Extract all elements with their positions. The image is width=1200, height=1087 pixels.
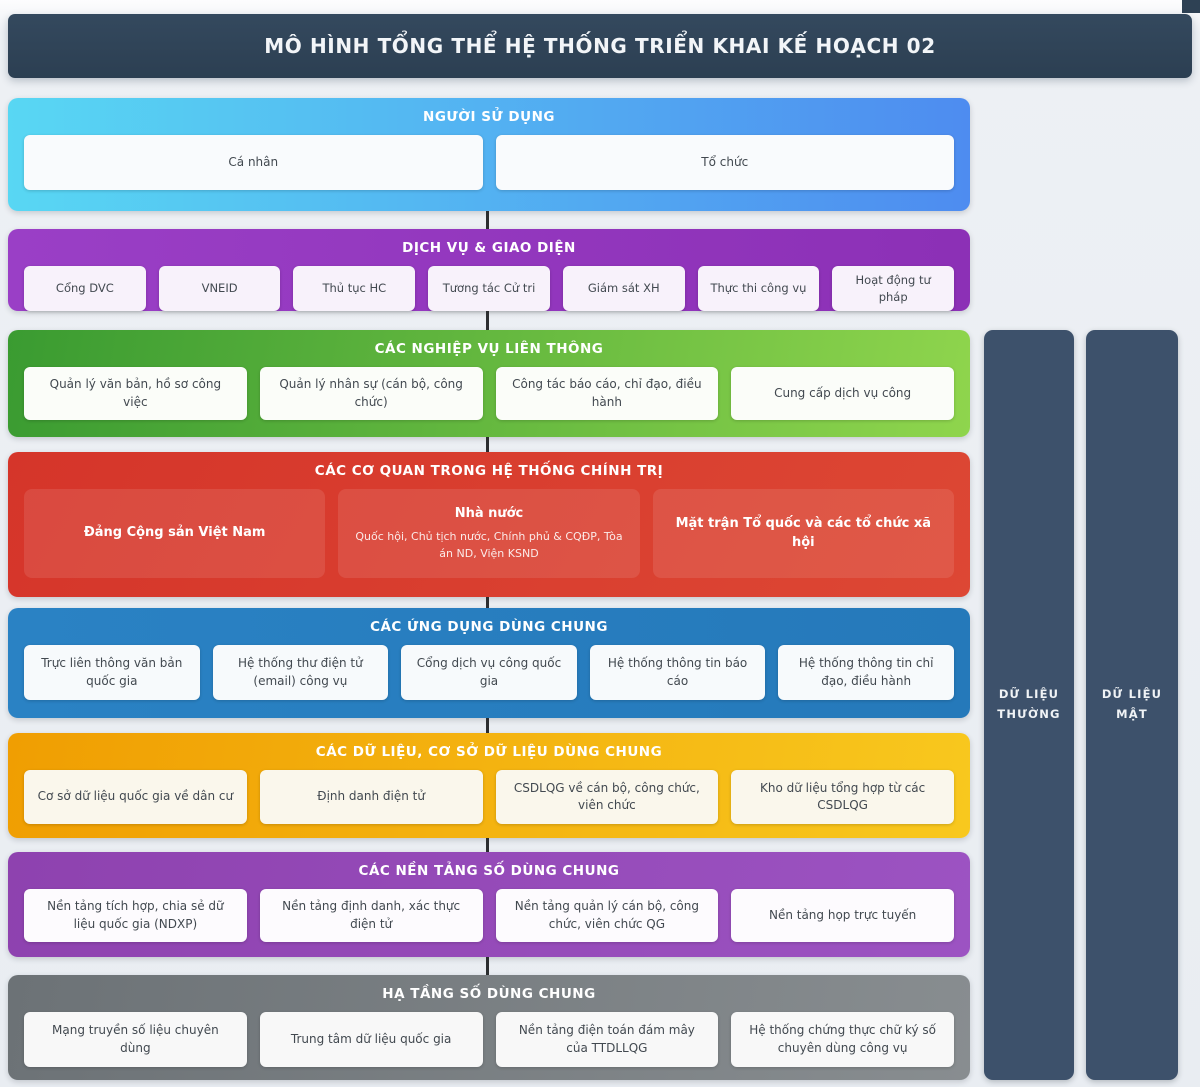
- node-cong-tac-bao-cao: Công tác báo cáo, chỉ đạo, điều hành: [495, 367, 719, 420]
- connector-line: [486, 838, 489, 852]
- node-quan-ly-van-ban: Quản lý văn bản, hồ sơ công việc: [24, 367, 247, 420]
- node-hoat-dong-tu-phap: Hoạt động tư pháp: [832, 266, 955, 312]
- node-quan-ly-nhan-su: Quản lý nhân sự (cán bộ, công chức): [259, 367, 483, 420]
- layer-users: NGƯỜI SỬ DỤNG Cá nhân Tổ chức: [8, 98, 970, 211]
- node-ndxp: Nền tảng tích hợp, chia sẻ dữ liệu quốc …: [24, 889, 247, 942]
- node-he-thong-email-cong-vu: Hệ thống thư điện tử (email) công vụ: [212, 645, 389, 700]
- layer-services-row: Cổng DVC VNEID Thủ tục HC Tương tác Cử t…: [24, 266, 955, 312]
- node-cong-dvc: Cổng DVC: [24, 266, 146, 312]
- node-to-chuc: Tổ chức: [495, 135, 954, 190]
- node-he-thong-tt-bao-cao: Hệ thống thông tin báo cáo: [589, 645, 766, 700]
- node-vneid: VNEID: [158, 266, 281, 312]
- pillar-du-lieu-mat: DỮ LIỆU MẬT: [1086, 330, 1178, 1080]
- layer-apps-row: Trực liên thông văn bản quốc gia Hệ thốn…: [24, 645, 954, 700]
- layer-ung-dung-dung-chung: CÁC ỨNG DỤNG DÙNG CHUNG Trực liên thông …: [8, 608, 970, 718]
- connector-line: [486, 718, 489, 733]
- node-trung-tam-du-lieu-qg: Trung tâm dữ liệu quốc gia: [259, 1012, 483, 1067]
- node-thu-tuc-hc: Thủ tục HC: [293, 266, 416, 312]
- connector-line: [486, 597, 489, 608]
- node-mat-tran-to-quoc: Mặt trận Tổ quốc và các tổ chức xã hội: [652, 489, 954, 578]
- node-dinh-danh-dien-tu: Định danh điện tử: [259, 770, 483, 824]
- layer-platforms-row: Nền tảng tích hợp, chia sẻ dữ liệu quốc …: [24, 889, 954, 942]
- connector-line: [486, 311, 489, 330]
- node-nen-tang-quan-ly-cb: Nền tảng quản lý cán bộ, công chức, viên…: [495, 889, 719, 942]
- layer-infra-row: Mạng truyền số liệu chuyên dùng Trung tâ…: [24, 1012, 954, 1067]
- layer-users-header: NGƯỜI SỬ DỤNG: [423, 109, 555, 125]
- layer-du-lieu-dung-chung: CÁC DỮ LIỆU, CƠ SỞ DỮ LIỆU DÙNG CHUNG Cơ…: [8, 733, 970, 838]
- layer-users-row: Cá nhân Tổ chức: [24, 135, 954, 190]
- layer-platforms-header: CÁC NỀN TẢNG SỐ DÙNG CHUNG: [358, 863, 620, 879]
- node-dang-cong-san: Đảng Cộng sản Việt Nam: [24, 489, 326, 578]
- node-tuong-tac-cu-tri: Tương tác Cử tri: [428, 266, 550, 312]
- layer-services-interfaces: DỊCH VỤ & GIAO DIỆN Cổng DVC VNEID Thủ t…: [8, 229, 970, 312]
- node-thuc-thi-cong-vu: Thực thi công vụ: [697, 266, 820, 312]
- node-nen-tang-dinh-danh: Nền tảng định danh, xác thực điện tử: [259, 889, 483, 942]
- node-csdlqg-can-bo: CSDLQG về cán bộ, công chức, viên chức: [495, 770, 719, 824]
- node-nha-nuoc-sublabel: Quốc hội, Chủ tịch nước, Chính phủ & CQĐ…: [355, 530, 623, 560]
- layer-nghiep-vu-lien-thong: CÁC NGHIỆP VỤ LIÊN THÔNG Quản lý văn bản…: [8, 330, 970, 437]
- page-title: MÔ HÌNH TỔNG THỂ HỆ THỐNG TRIỂN KHAI KẾ …: [264, 34, 936, 58]
- title-bar: MÔ HÌNH TỔNG THỂ HỆ THỐNG TRIỂN KHAI KẾ …: [8, 14, 1192, 78]
- pillar-du-lieu-thuong: DỮ LIỆU THƯỜNG: [984, 330, 1074, 1080]
- layer-co-quan-chinh-tri: CÁC CƠ QUAN TRONG HỆ THỐNG CHÍNH TRỊ Đản…: [8, 452, 970, 597]
- node-ca-nhan: Cá nhân: [24, 135, 483, 190]
- layer-agencies-header: CÁC CƠ QUAN TRONG HỆ THỐNG CHÍNH TRỊ: [314, 463, 664, 479]
- layer-data-header: CÁC DỮ LIỆU, CƠ SỞ DỮ LIỆU DÙNG CHUNG: [315, 744, 663, 760]
- connector-line: [486, 957, 489, 975]
- pillar-du-lieu-mat-label: DỮ LIỆU MẬT: [1101, 687, 1163, 721]
- node-cung-cap-dich-vu-cong: Cung cấp dịch vụ công: [731, 367, 954, 420]
- layer-business-row: Quản lý văn bản, hồ sơ công việc Quản lý…: [24, 367, 954, 420]
- node-truc-lien-thong-van-ban: Trực liên thông văn bản quốc gia: [24, 645, 200, 700]
- connector-line: [486, 437, 489, 452]
- node-mang-truyen-so-lieu: Mạng truyền số liệu chuyên dùng: [24, 1012, 247, 1067]
- node-nha-nuoc: Nhà nước Quốc hội, Chủ tịch nước, Chính …: [338, 489, 640, 578]
- node-he-thong-tt-chi-dao: Hệ thống thông tin chỉ đạo, điều hành: [778, 645, 954, 700]
- node-giam-sat-xh: Giám sát XH: [562, 266, 685, 312]
- layer-infra-header: HẠ TẦNG SỐ DÙNG CHUNG: [382, 986, 596, 1002]
- node-csdl-dan-cu: Cơ sở dữ liệu quốc gia về dân cư: [24, 770, 247, 824]
- layer-services-header: DỊCH VỤ & GIAO DIỆN: [402, 240, 576, 256]
- pillar-du-lieu-thuong-label: DỮ LIỆU THƯỜNG: [997, 687, 1061, 721]
- window-edge-strip: [1182, 0, 1200, 13]
- layer-agencies-row: Đảng Cộng sản Việt Nam Nhà nước Quốc hội…: [24, 489, 954, 578]
- node-nen-tang-hop-truc-tuyen: Nền tảng họp trực tuyến: [731, 889, 954, 942]
- layer-apps-header: CÁC ỨNG DỤNG DÙNG CHUNG: [370, 619, 608, 635]
- layer-data-row: Cơ sở dữ liệu quốc gia về dân cư Định da…: [24, 770, 954, 824]
- layer-business-header: CÁC NGHIỆP VỤ LIÊN THÔNG: [374, 341, 604, 357]
- node-chung-thuc-chu-ky-so: Hệ thống chứng thực chữ ký số chuyên dùn…: [731, 1012, 954, 1067]
- node-cong-dich-vu-cong-qg: Cổng dịch vụ công quốc gia: [401, 645, 577, 700]
- connector-line: [486, 211, 489, 229]
- node-dien-toan-dam-may: Nền tảng điện toán đám mây của TTDLLQG: [495, 1012, 719, 1067]
- layer-nen-tang-so: CÁC NỀN TẢNG SỐ DÙNG CHUNG Nền tảng tích…: [8, 852, 970, 957]
- node-kho-du-lieu-tong-hop: Kho dữ liệu tổng hợp từ các CSDLQG: [731, 770, 954, 824]
- layer-ha-tang-so: HẠ TẦNG SỐ DÙNG CHUNG Mạng truyền số liệ…: [8, 975, 970, 1080]
